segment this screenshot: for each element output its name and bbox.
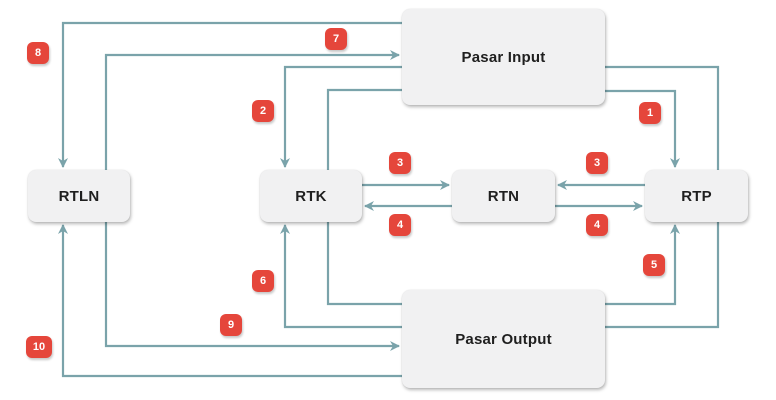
- badge-flow-6: 6: [252, 270, 274, 292]
- flow-5-pasar-output-to-rtp: [605, 224, 680, 306]
- node-rtp: RTP: [645, 170, 748, 222]
- badge-flow-10: 10: [26, 336, 52, 358]
- link-rtk-pasar-output: [326, 222, 402, 306]
- flow-9-rtln-to-pasar-output: [104, 222, 400, 351]
- flow-8-pasar-input-to-rtln: [58, 21, 402, 168]
- node-pasar-input: Pasar Input: [402, 9, 605, 105]
- flow-7-rtln-to-pasar-input: [104, 50, 400, 170]
- link-rtp-pasar-input: [605, 65, 720, 170]
- badge-flow-9: 9: [220, 314, 242, 336]
- node-rtk: RTK: [260, 170, 362, 222]
- badge-flow-3-left: 3: [389, 152, 411, 174]
- flow-10-pasar-output-to-rtln: [58, 224, 402, 378]
- flow-1-pasar-input-to-rtp: [605, 89, 680, 168]
- badge-flow-5: 5: [643, 254, 665, 276]
- node-pasar-output: Pasar Output: [402, 290, 605, 388]
- flow-6-pasar-output-to-rtk: [280, 224, 402, 329]
- badge-flow-8: 8: [27, 42, 49, 64]
- node-rtn: RTN: [452, 170, 555, 222]
- link-rtp-pasar-output: [605, 222, 720, 329]
- badge-flow-7: 7: [325, 28, 347, 50]
- badge-flow-2: 2: [252, 100, 274, 122]
- badge-flow-4-left: 4: [389, 214, 411, 236]
- node-rtln: RTLN: [28, 170, 130, 222]
- badge-flow-4-right: 4: [586, 214, 608, 236]
- badge-flow-1: 1: [639, 102, 661, 124]
- link-rtk-pasar-input: [326, 88, 402, 170]
- badge-flow-3-right: 3: [586, 152, 608, 174]
- flow-2-pasar-input-to-rtk: [280, 65, 402, 168]
